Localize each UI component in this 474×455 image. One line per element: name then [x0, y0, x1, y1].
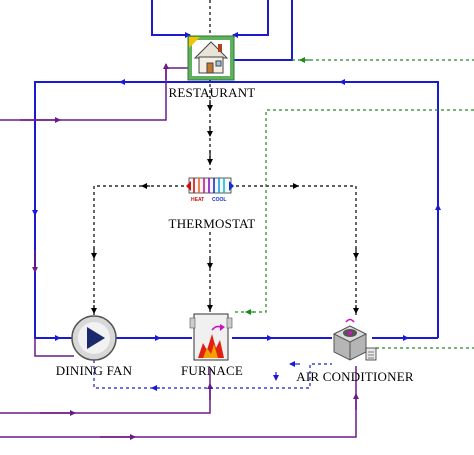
thermostat-label: THERMOSTAT — [169, 216, 256, 231]
control-lines — [0, 63, 359, 440]
return-arrows — [151, 361, 300, 391]
airflow-lines — [32, 0, 441, 341]
signal-arrows — [91, 100, 359, 314]
furnace-icon[interactable] — [189, 313, 233, 361]
output-arrows — [245, 57, 310, 315]
dining-fan-icon[interactable] — [71, 315, 117, 361]
restaurant-icon[interactable] — [187, 35, 235, 81]
restaurant-label: RESTAURANT — [169, 85, 256, 100]
dining-fan-label: DINING FAN — [56, 363, 133, 378]
air-conditioner-label: AIR CONDITIONER — [296, 369, 414, 384]
furnace-label: FURNACE — [181, 363, 243, 378]
thermostat-cool-text: COOL — [212, 197, 226, 203]
thermostat-icon[interactable]: HEAT COOL — [186, 177, 234, 203]
thermostat-heat-text: HEAT — [191, 197, 204, 203]
air-conditioner-icon[interactable] — [332, 318, 377, 361]
return-dashed-line — [93, 360, 332, 389]
